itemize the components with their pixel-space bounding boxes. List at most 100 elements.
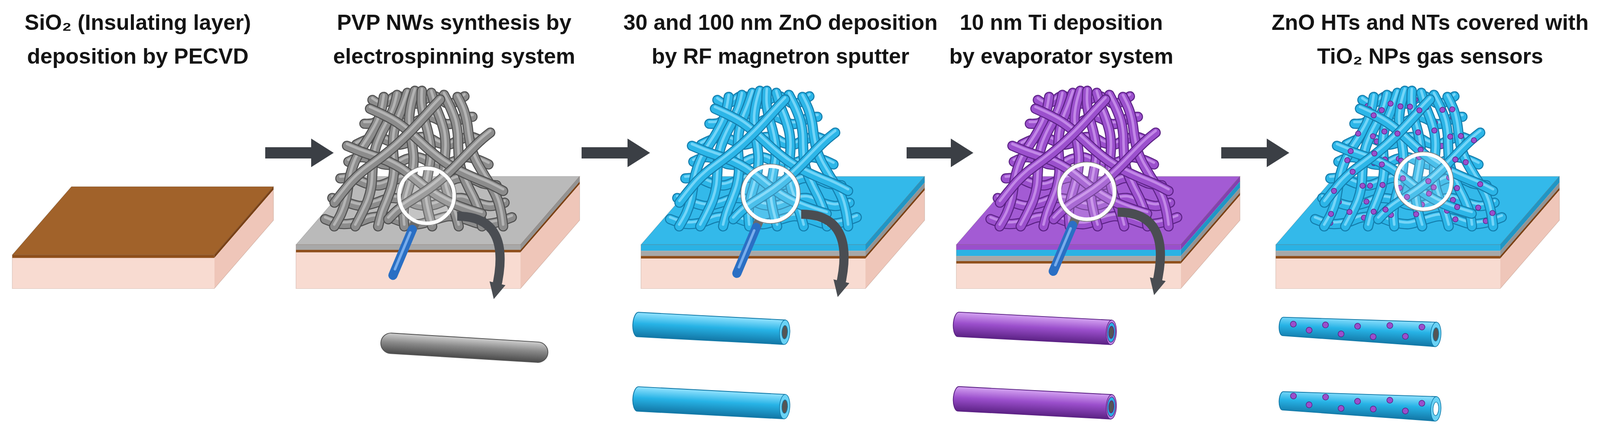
nanoparticle bbox=[1452, 156, 1458, 163]
nanoparticle bbox=[1328, 211, 1334, 217]
magnifier-callout bbox=[1053, 162, 1161, 286]
nanotube-end bbox=[781, 400, 788, 414]
nanoparticle bbox=[1463, 159, 1469, 166]
magnifier-lens bbox=[742, 166, 798, 222]
nanowire-highlight bbox=[1378, 130, 1480, 218]
nanoparticle bbox=[1454, 185, 1460, 191]
nanotube bbox=[632, 386, 791, 420]
nanotube bbox=[952, 386, 1117, 420]
nanotube-end bbox=[1108, 400, 1115, 414]
nanoparticle bbox=[1371, 112, 1377, 118]
slab-layer-side bbox=[520, 184, 580, 289]
slab-layer-front bbox=[956, 263, 1181, 290]
nanotube-end bbox=[1430, 321, 1442, 348]
nanoparticle bbox=[1371, 209, 1377, 215]
nanotube bbox=[632, 312, 791, 345]
nanoparticle bbox=[1337, 331, 1344, 338]
process-step: 30 and 100 nm ZnO deposition by RF magne… bbox=[650, 82, 907, 438]
nanoparticle bbox=[1359, 183, 1366, 189]
process-arrow bbox=[1221, 147, 1279, 159]
slab-layer-front bbox=[1275, 250, 1501, 257]
slab-layer-side bbox=[1500, 190, 1560, 289]
nanoparticle bbox=[1306, 327, 1313, 334]
magnifier-rim-shadow bbox=[1057, 162, 1117, 222]
magnifier-lens bbox=[399, 168, 455, 224]
slab-layer-front bbox=[1275, 258, 1501, 289]
nanotube-body bbox=[632, 312, 786, 345]
nanotube-body bbox=[1278, 314, 1437, 347]
nanowire-mesh bbox=[325, 88, 512, 227]
nanoparticle bbox=[1370, 406, 1377, 413]
magnifier-lens bbox=[1059, 164, 1115, 220]
nanoparticle bbox=[1379, 162, 1385, 168]
nanotube-end bbox=[778, 394, 791, 420]
nanoparticle bbox=[1354, 398, 1361, 405]
nanotube-body bbox=[952, 386, 1113, 420]
nanoparticle bbox=[1452, 216, 1458, 222]
slab-outline bbox=[12, 186, 274, 290]
slab-layer-front bbox=[956, 256, 1181, 262]
nanoparticle bbox=[1381, 129, 1387, 135]
process-step: PVP NWs synthesis by electrospinning sys… bbox=[333, 82, 582, 438]
nanotube-end bbox=[1105, 394, 1118, 420]
nanotube bbox=[952, 312, 1117, 345]
single-nanowire bbox=[380, 332, 549, 364]
magnifier-rim-shadow bbox=[741, 164, 801, 224]
nanoparticle bbox=[1290, 393, 1297, 400]
slab-layer-front bbox=[956, 261, 1181, 264]
nanoparticle bbox=[1475, 204, 1481, 211]
slab-layer-front bbox=[640, 250, 866, 257]
nanotube-end bbox=[781, 325, 788, 340]
magnifier-handle bbox=[393, 229, 413, 276]
nanoparticle bbox=[1407, 104, 1413, 110]
process-illustration bbox=[12, 88, 1560, 422]
nanoparticle bbox=[1379, 182, 1386, 188]
nanotube bbox=[1278, 314, 1442, 348]
nanotube bbox=[1278, 388, 1442, 422]
nanowire bbox=[1447, 97, 1493, 227]
nanotube-end bbox=[1106, 396, 1116, 417]
magnifier-rim-shadow bbox=[396, 166, 457, 226]
nanotube-end bbox=[1106, 322, 1116, 343]
nanotube-end bbox=[1430, 396, 1442, 422]
nanoparticle bbox=[1382, 207, 1389, 213]
nanotube-body bbox=[632, 386, 786, 420]
nanotube-body bbox=[952, 312, 1113, 345]
nanotube-end bbox=[1108, 326, 1115, 339]
magnifier-handle bbox=[736, 227, 757, 274]
nanoparticle bbox=[1355, 130, 1361, 137]
process-arrow bbox=[265, 147, 324, 159]
magnifier-handle-highlight bbox=[394, 232, 410, 270]
magnifier-callout bbox=[736, 164, 844, 288]
nanoparticle bbox=[1371, 150, 1377, 157]
step-heading: 10 nm Ti deposition by evaporator system bbox=[946, 5, 1177, 74]
substrate-slab bbox=[12, 186, 274, 290]
nanoparticle bbox=[1354, 323, 1361, 330]
magnifier-rim-shadow bbox=[1394, 152, 1454, 212]
nanoparticle bbox=[1370, 133, 1376, 140]
nanoparticle bbox=[1349, 169, 1356, 175]
process-step: 10 nm Ti deposition by evaporator system bbox=[973, 82, 1222, 438]
nanoparticle bbox=[1386, 397, 1393, 404]
nanotube-end bbox=[1432, 327, 1440, 342]
nanotube-body bbox=[1278, 388, 1437, 422]
slab-layer-front bbox=[640, 258, 866, 289]
slab-layer-front bbox=[1275, 244, 1501, 251]
magnifier-handle bbox=[1053, 225, 1073, 272]
nanoparticle bbox=[1489, 210, 1496, 216]
nanowire bbox=[1447, 97, 1493, 227]
nanoparticle bbox=[1331, 188, 1337, 194]
nanoparticle bbox=[1397, 103, 1403, 109]
nanoparticle bbox=[1369, 333, 1376, 340]
magnifier-lens bbox=[1396, 154, 1452, 210]
nanoparticle bbox=[1322, 394, 1329, 401]
nanoparticle bbox=[1415, 130, 1421, 136]
nanoparticle bbox=[1416, 107, 1422, 114]
nanoparticle bbox=[1346, 209, 1353, 215]
magnifier-handle-highlight bbox=[1055, 228, 1071, 266]
nanoparticle bbox=[1454, 204, 1460, 210]
slab-layer-side bbox=[214, 189, 274, 289]
nanoparticle bbox=[1322, 321, 1329, 329]
nanoparticle bbox=[1290, 321, 1297, 328]
